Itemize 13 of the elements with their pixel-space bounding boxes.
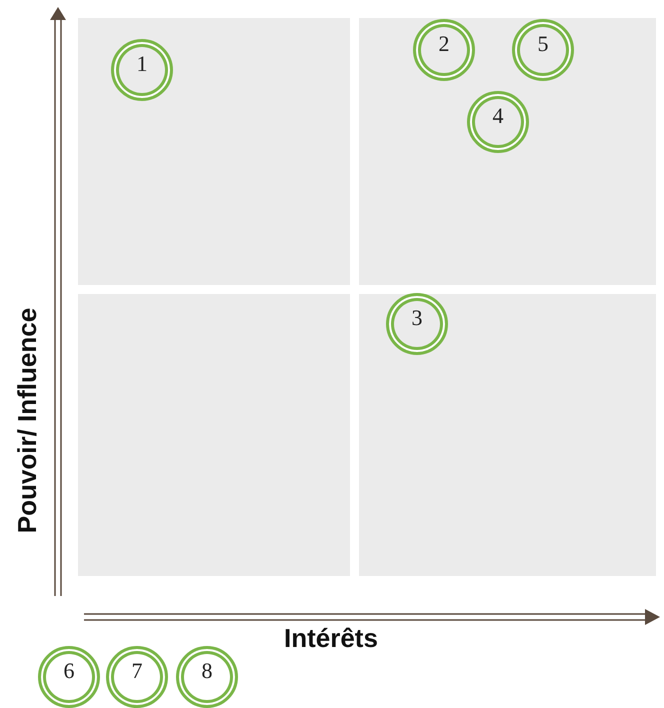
numbered-marker: 8 bbox=[176, 646, 238, 708]
numbered-marker: 3 bbox=[386, 293, 448, 355]
numbered-marker: 5 bbox=[512, 19, 574, 81]
numbered-marker: 6 bbox=[38, 646, 100, 708]
numbered-marker: 7 bbox=[106, 646, 168, 708]
quadrant-panel bbox=[359, 294, 656, 576]
numbered-marker: 2 bbox=[413, 19, 475, 81]
numbered-marker: 1 bbox=[111, 39, 173, 101]
axis-title: Intérêts bbox=[284, 622, 378, 654]
numbered-marker: 4 bbox=[467, 91, 529, 153]
quadrant-panel bbox=[359, 18, 656, 285]
axis-title: Pouvoir/ Influence bbox=[12, 307, 43, 533]
quadrant-panel bbox=[78, 18, 350, 285]
